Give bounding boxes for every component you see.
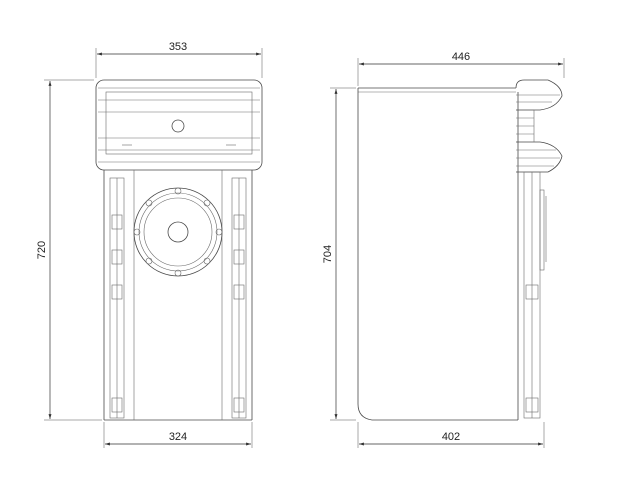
front-head-unit bbox=[95, 79, 263, 171]
front-cabinet bbox=[103, 170, 253, 421]
woofer-icon bbox=[133, 187, 223, 277]
front-bottom-width-label: 324 bbox=[169, 431, 187, 443]
front-height-label: 720 bbox=[36, 241, 48, 259]
front-height-dimension bbox=[44, 79, 102, 421]
front-left-column bbox=[109, 177, 125, 419]
side-height-label: 704 bbox=[322, 245, 334, 263]
side-height-dimension bbox=[330, 87, 356, 421]
front-right-column bbox=[231, 177, 247, 419]
side-view: 446 402 704 bbox=[322, 51, 565, 448]
side-cabinet bbox=[357, 87, 519, 421]
front-top-width-label: 353 bbox=[169, 41, 187, 53]
side-top-width-label: 446 bbox=[452, 51, 470, 63]
side-bottom-width-label: 402 bbox=[442, 431, 460, 443]
front-bottom-width-dimension bbox=[103, 422, 253, 448]
side-head-unit bbox=[515, 79, 563, 173]
side-top-width-dimension bbox=[357, 58, 565, 86]
tweeter-icon bbox=[171, 119, 185, 133]
side-bottom-width-dimension bbox=[357, 422, 545, 448]
side-rear-post bbox=[523, 171, 547, 419]
front-view: 353 324 720 bbox=[36, 41, 263, 448]
front-top-width-dimension bbox=[95, 48, 263, 78]
